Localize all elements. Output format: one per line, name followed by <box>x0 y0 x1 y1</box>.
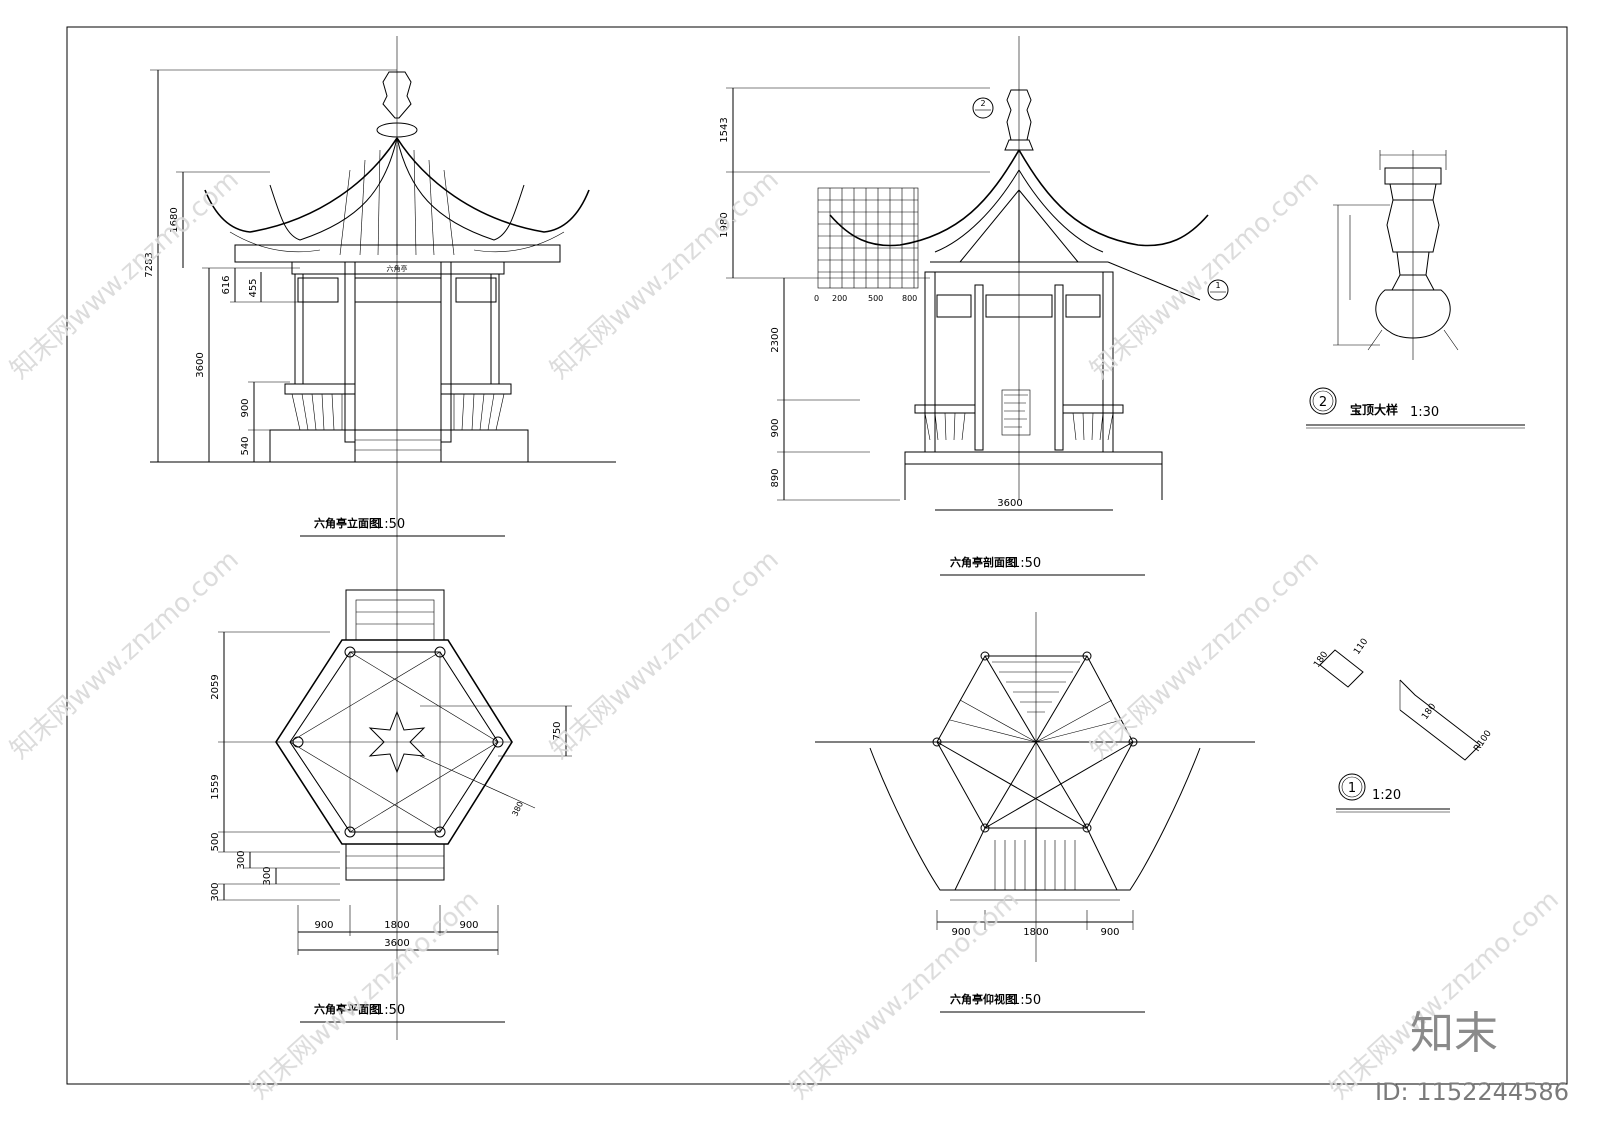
grid-scale-800: 800 <box>902 294 917 303</box>
roof-plan-view: 900 1800 900 六角亭仰视图 1:50 <box>815 612 1255 1013</box>
detail-1-number: 1 <box>1348 781 1356 796</box>
roof-dim-900a: 900 <box>951 927 970 938</box>
front-dim-616: 616 <box>221 275 232 294</box>
roof-caption: 六角亭仰视图 <box>950 992 1016 1006</box>
plan-center-star <box>368 710 426 774</box>
plan-dim-300a: 300 <box>236 850 247 869</box>
section-caption: 六角亭剖面图 <box>950 555 1016 569</box>
watermark-text: 知末网www.znzmo.com <box>245 885 485 1105</box>
detail-1-scale: 1:20 <box>1372 788 1401 803</box>
grid-scale-0: 0 <box>814 294 819 303</box>
detail-1-circle <box>1338 773 1366 801</box>
section-scale: 1:50 <box>1012 556 1041 571</box>
sheet-border <box>66 26 1568 1085</box>
section-dim-2300: 2300 <box>770 327 781 352</box>
detail-1: 180 110 180 R100 1 1:20 <box>1312 637 1494 813</box>
watermark-text: 知末网www.znzmo.com <box>5 545 245 765</box>
plan-scale: 1:50 <box>376 1003 405 1018</box>
plan-caption: 六角亭平面图 <box>314 1002 380 1016</box>
watermark-text: 知末网www.znzmo.com <box>545 545 785 765</box>
section-dim-900: 900 <box>770 418 781 437</box>
watermark-text: 知末网www.znzmo.com <box>1085 545 1325 765</box>
grid-scale-200: 200 <box>832 294 847 303</box>
section-dim-width: 3600 <box>997 498 1022 509</box>
plan-dim-bottom-900b: 900 <box>459 920 478 931</box>
detail-2-scale: 1:30 <box>1410 405 1439 420</box>
front-plaque: 六角亭 <box>387 264 408 273</box>
plan-dim-bottom-900a: 900 <box>314 920 333 931</box>
callout-1-number: 1 <box>1215 281 1220 290</box>
section-grid <box>817 187 919 289</box>
id-label: ID: 1152244586 <box>1375 1078 1569 1106</box>
front-dim-roof: 1680 <box>169 207 180 232</box>
plan-dim-1559: 1559 <box>210 774 221 799</box>
front-dim-base: 540 <box>240 436 251 455</box>
front-dim-455: 455 <box>248 278 259 297</box>
plan-dim-total: 3600 <box>384 938 409 949</box>
front-scale: 1:50 <box>376 517 405 532</box>
detail-1-dim-180b: 180 <box>1420 702 1438 722</box>
front-dim-column: 3600 <box>195 352 206 377</box>
plan-dim-750: 750 <box>552 721 563 740</box>
roof-dim-900b: 900 <box>1100 927 1119 938</box>
plan-dim-2059: 2059 <box>210 674 221 699</box>
detail-2-number: 2 <box>1319 395 1327 410</box>
detail-1-dim-180a: 180 <box>1312 650 1330 670</box>
roof-dim-1800: 1800 <box>1023 927 1048 938</box>
watermark-text: 知末网www.znzmo.com <box>545 165 785 385</box>
watermark-text: 知末网www.znzmo.com <box>1325 885 1565 1105</box>
detail-finial: 2 宝顶大样 1:30 <box>1306 150 1525 429</box>
brand-mark: 知末 <box>1410 1008 1498 1059</box>
grid-scale-500: 500 <box>868 294 883 303</box>
section-dim-1543: 1543 <box>719 117 730 142</box>
callout-1-circle <box>1207 279 1229 301</box>
plan-view: 2059 1559 500 300 300 300 900 1800 900 3… <box>210 589 572 1023</box>
detail-2-caption: 宝顶大样 <box>1350 402 1398 417</box>
roof-scale: 1:50 <box>1012 993 1041 1008</box>
plan-dim-bottom-1800: 1800 <box>384 920 409 931</box>
callout-2-circle <box>972 97 994 119</box>
plan-dim-300c: 300 <box>210 882 221 901</box>
watermark-text: 知末网www.znzmo.com <box>1085 165 1325 385</box>
front-dim-total: 7283 <box>144 252 155 277</box>
section-dim-890: 890 <box>770 468 781 487</box>
section-dim-1980: 1980 <box>719 212 730 237</box>
front-dim-bench: 900 <box>240 398 251 417</box>
plan-dim-300b: 300 <box>262 866 273 885</box>
front-caption: 六角亭立面图 <box>314 516 380 530</box>
watermark-layer: 知末网www.znzmo.com 知末网www.znzmo.com 知末网www… <box>5 165 1565 1105</box>
section-view: 0 200 500 800 2 1 <box>719 36 1229 576</box>
plan-dim-500: 500 <box>210 832 221 851</box>
detail-1-dim-110: 110 <box>1352 637 1370 657</box>
callout-2-number: 2 <box>980 99 985 108</box>
front-elevation: 六角亭 7283 1680 616 455 3600 900 540 六角亭立面… <box>144 36 616 1040</box>
detail-2-circle <box>1309 387 1337 415</box>
